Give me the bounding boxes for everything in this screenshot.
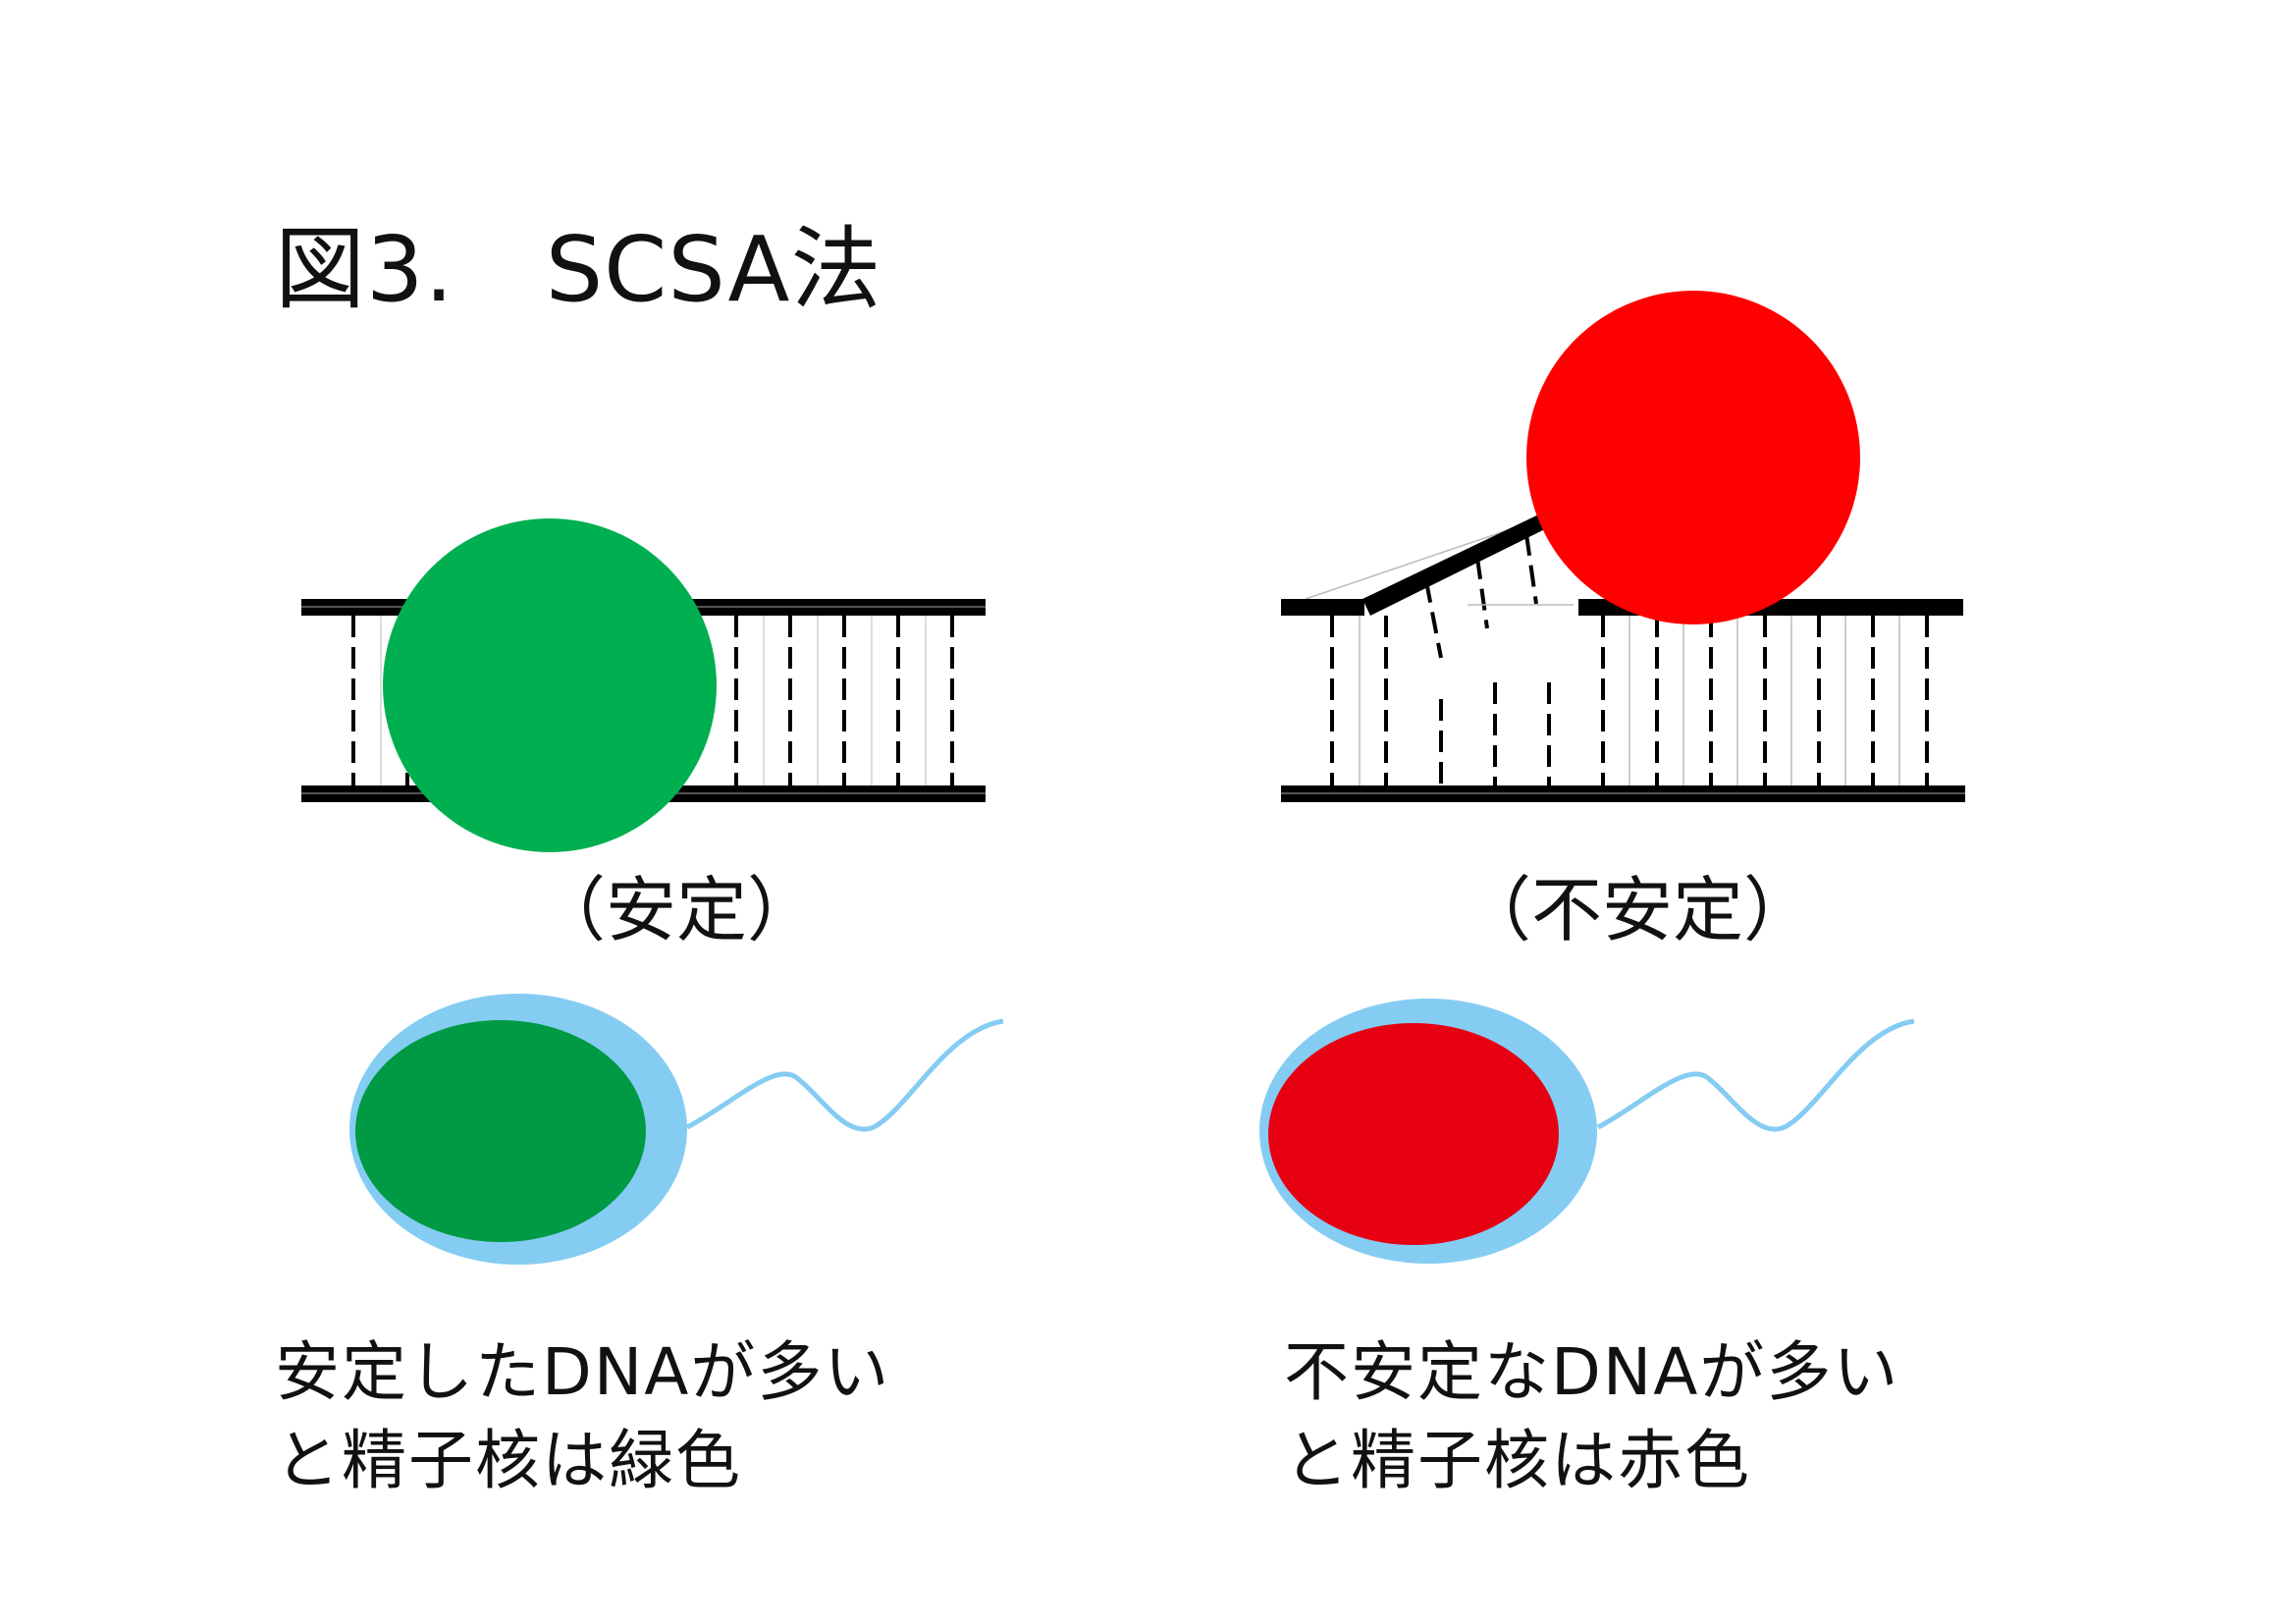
- stable-description-line1: 安定したDNAが多い: [275, 1334, 891, 1410]
- unstable-dna-peeled-strand: [1362, 509, 1559, 616]
- unstable-dna-broken-rungs: [1424, 533, 1538, 659]
- stable-label: （安定）: [535, 869, 819, 951]
- unstable-label: （不安定）: [1461, 869, 1815, 951]
- stable-description-line2: と精子核は緑色: [275, 1423, 742, 1498]
- red-dye-circle: [1526, 291, 1860, 624]
- stable-description: 安定したDNAが多い と精子核は緑色: [275, 1328, 890, 1505]
- green-sperm-nucleus: [355, 1020, 646, 1242]
- page-title: 図3. SCSA法: [275, 217, 882, 322]
- unstable-description: 不安定なDNAが多い と精子核は赤色: [1284, 1328, 1899, 1505]
- red-sperm-nucleus: [1268, 1023, 1559, 1245]
- unstable-description-line1: 不安定なDNAが多い: [1284, 1334, 1900, 1410]
- unstable-dna-rungs: [1330, 616, 1929, 788]
- unstable-description-line2: と精子核は赤色: [1284, 1423, 1751, 1498]
- green-dye-circle: [383, 518, 717, 852]
- red-sperm-tail: [1596, 1018, 1915, 1132]
- unstable-dna-top-strand-left: [1281, 599, 1364, 616]
- stable-dna-thin-rungs: [380, 616, 927, 788]
- green-sperm: [349, 994, 1004, 1265]
- red-sperm: [1259, 999, 1915, 1264]
- green-sperm-tail: [685, 1018, 1004, 1132]
